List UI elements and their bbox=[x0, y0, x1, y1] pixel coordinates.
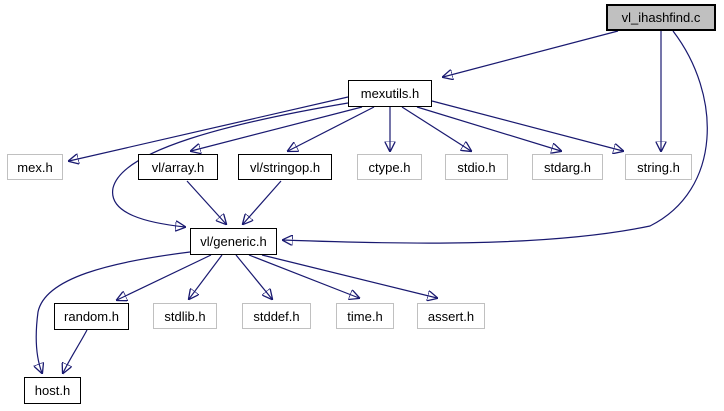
node-vl-stringop-h[interactable]: vl/stringop.h bbox=[238, 154, 332, 180]
node-mex-h: mex.h bbox=[7, 154, 63, 180]
node-mexutils-h[interactable]: mexutils.h bbox=[348, 80, 432, 107]
edge-random-to-host bbox=[63, 329, 88, 373]
edge-vl_stringop-to-vl_generic bbox=[243, 180, 282, 224]
node-host-h[interactable]: host.h bbox=[24, 377, 81, 404]
node-random-h[interactable]: random.h bbox=[54, 303, 129, 330]
node-ctype-h: ctype.h bbox=[357, 154, 422, 180]
node-stdarg-h: stdarg.h bbox=[532, 154, 603, 180]
node-stddef-h: stddef.h bbox=[242, 303, 311, 329]
edge-vl_generic-to-random bbox=[117, 254, 212, 300]
edge-mexutils-to-string bbox=[431, 100, 623, 151]
edge-mexutils-to-mex bbox=[69, 96, 349, 161]
node-time-h: time.h bbox=[336, 303, 394, 329]
edge-vl_generic-to-assert bbox=[261, 254, 437, 298]
edge-vl_generic-to-time bbox=[248, 254, 359, 298]
edge-vl_generic-to-stdlib bbox=[189, 254, 223, 299]
node-vl_ihashfind-c: vl_ihashfind.c bbox=[606, 4, 716, 31]
edge-vl_generic-to-stddef bbox=[235, 254, 272, 299]
edge-vl_generic-to-host bbox=[36, 251, 191, 373]
node-vl-generic-h[interactable]: vl/generic.h bbox=[190, 228, 277, 255]
edge-mexutils-to-vl_generic bbox=[112, 102, 349, 227]
edge-mexutils-to-stdio bbox=[401, 106, 471, 151]
node-stdlib-h: stdlib.h bbox=[153, 303, 217, 329]
edge-mexutils-to-stdarg bbox=[416, 106, 561, 151]
edge-mexutils-to-vl_array bbox=[191, 106, 363, 151]
node-string-h: string.h bbox=[625, 154, 692, 180]
node-stdio-h: stdio.h bbox=[445, 154, 508, 180]
node-vl-array-h[interactable]: vl/array.h bbox=[138, 154, 218, 180]
edge-vl_ihashfind-to-mexutils bbox=[443, 30, 619, 77]
node-assert-h: assert.h bbox=[417, 303, 485, 329]
edge-vl_array-to-vl_generic bbox=[186, 180, 226, 224]
edge-vl_ihashfind-to-vl_generic bbox=[283, 30, 708, 243]
edge-mexutils-to-vl_stringop bbox=[288, 106, 375, 151]
